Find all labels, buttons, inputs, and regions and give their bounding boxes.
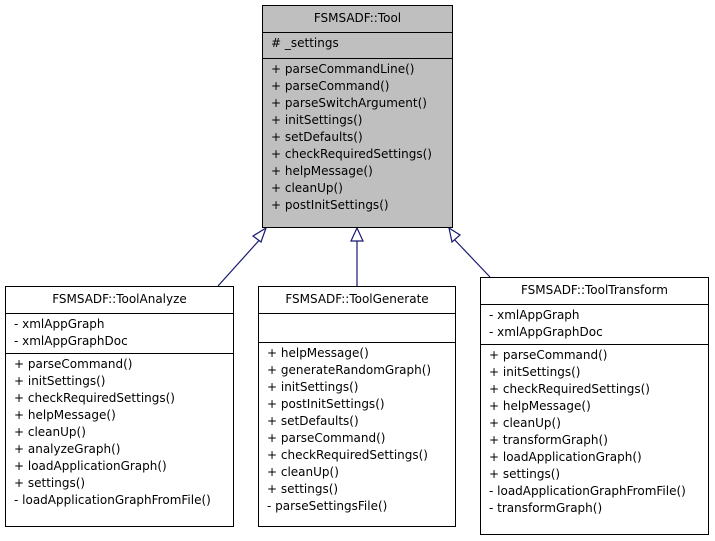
method: + loadApplicationGraph() (14, 459, 167, 473)
class-tool[interactable]: FSMSADF::Tool # _settings + parseCommand… (262, 5, 453, 228)
method: - loadApplicationGraphFromFile() (489, 484, 686, 498)
method: + postInitSettings() (271, 198, 389, 212)
method: + parseCommand() (271, 79, 390, 93)
method: - transformGraph() (489, 501, 603, 515)
method: + postInitSettings() (267, 397, 385, 411)
method: + settings() (489, 467, 561, 481)
method: + checkRequiredSettings() (489, 382, 650, 396)
class-tool-generate[interactable]: FSMSADF::ToolGenerate + helpMessage() + … (258, 286, 456, 527)
class-tool-analyze[interactable]: FSMSADF::ToolAnalyze - xmlAppGraph - xml… (5, 286, 234, 527)
method: + transformGraph() (489, 433, 608, 447)
class-tool-transform-title: FSMSADF::ToolTransform (520, 283, 668, 297)
class-tool-transform-methods: + parseCommand() + initSettings() + chec… (481, 344, 708, 520)
arrowhead-analyze (251, 226, 268, 243)
method: + parseCommand() (14, 357, 133, 371)
method: + parseSwitchArgument() (271, 96, 427, 110)
method: + parseCommand() (267, 431, 386, 445)
method: + checkRequiredSettings() (14, 391, 175, 405)
arrowhead-transform (448, 226, 461, 244)
method: + checkRequiredSettings() (267, 448, 428, 462)
method: + initSettings() (14, 374, 106, 388)
method: + helpMessage() (489, 399, 591, 413)
attribute: - xmlAppGraphDoc (14, 334, 128, 348)
attribute: - xmlAppGraphDoc (489, 325, 603, 339)
method: + loadApplicationGraph() (489, 450, 642, 464)
method: + settings() (14, 476, 86, 490)
method: + cleanUp() (267, 465, 339, 479)
class-tool-analyze-attributes: - xmlAppGraph - xmlAppGraphDoc (6, 313, 233, 353)
attribute: - xmlAppGraph (14, 317, 105, 331)
attribute: - xmlAppGraph (489, 308, 580, 322)
method: + setDefaults() (267, 414, 359, 428)
method: + parseCommandLine() (271, 62, 415, 76)
method: + cleanUp() (14, 425, 86, 439)
method: + checkRequiredSettings() (271, 147, 432, 161)
method: + settings() (267, 482, 339, 496)
method: + helpMessage() (14, 408, 116, 422)
method: + generateRandomGraph() (267, 363, 432, 377)
class-tool-generate-methods: + helpMessage() + generateRandomGraph() … (259, 342, 455, 518)
method: + cleanUp() (489, 416, 561, 430)
class-tool-analyze-methods: + parseCommand() + initSettings() + chec… (6, 353, 233, 512)
class-tool-generate-title: FSMSADF::ToolGenerate (285, 292, 429, 306)
method: + initSettings() (267, 380, 359, 394)
class-tool-title: FSMSADF::Tool (313, 11, 402, 25)
arrowhead-generate (350, 226, 364, 242)
class-tool-transform[interactable]: FSMSADF::ToolTransform - xmlAppGraph - x… (480, 277, 709, 535)
method: + initSettings() (489, 365, 581, 379)
class-tool-methods: + parseCommandLine() + parseCommand() + … (263, 58, 452, 217)
method: + helpMessage() (271, 164, 373, 178)
class-tool-generate-attributes (259, 313, 455, 342)
class-tool-analyze-title: FSMSADF::ToolAnalyze (52, 292, 187, 306)
class-tool-transform-attributes: - xmlAppGraph - xmlAppGraphDoc (481, 304, 708, 344)
attribute: # _settings (271, 36, 339, 50)
method: + cleanUp() (271, 181, 343, 195)
edge-analyze-to-tool (217, 235, 264, 287)
method: + helpMessage() (267, 346, 369, 360)
edge-transform-to-tool (451, 236, 491, 278)
method: + initSettings() (271, 113, 363, 127)
method: + analyzeGraph() (14, 442, 121, 456)
class-tool-attributes: # _settings (263, 32, 452, 58)
method: - parseSettingsFile() (267, 499, 388, 513)
method: + parseCommand() (489, 348, 608, 362)
method: - loadApplicationGraphFromFile() (14, 493, 211, 507)
method: + setDefaults() (271, 130, 363, 144)
